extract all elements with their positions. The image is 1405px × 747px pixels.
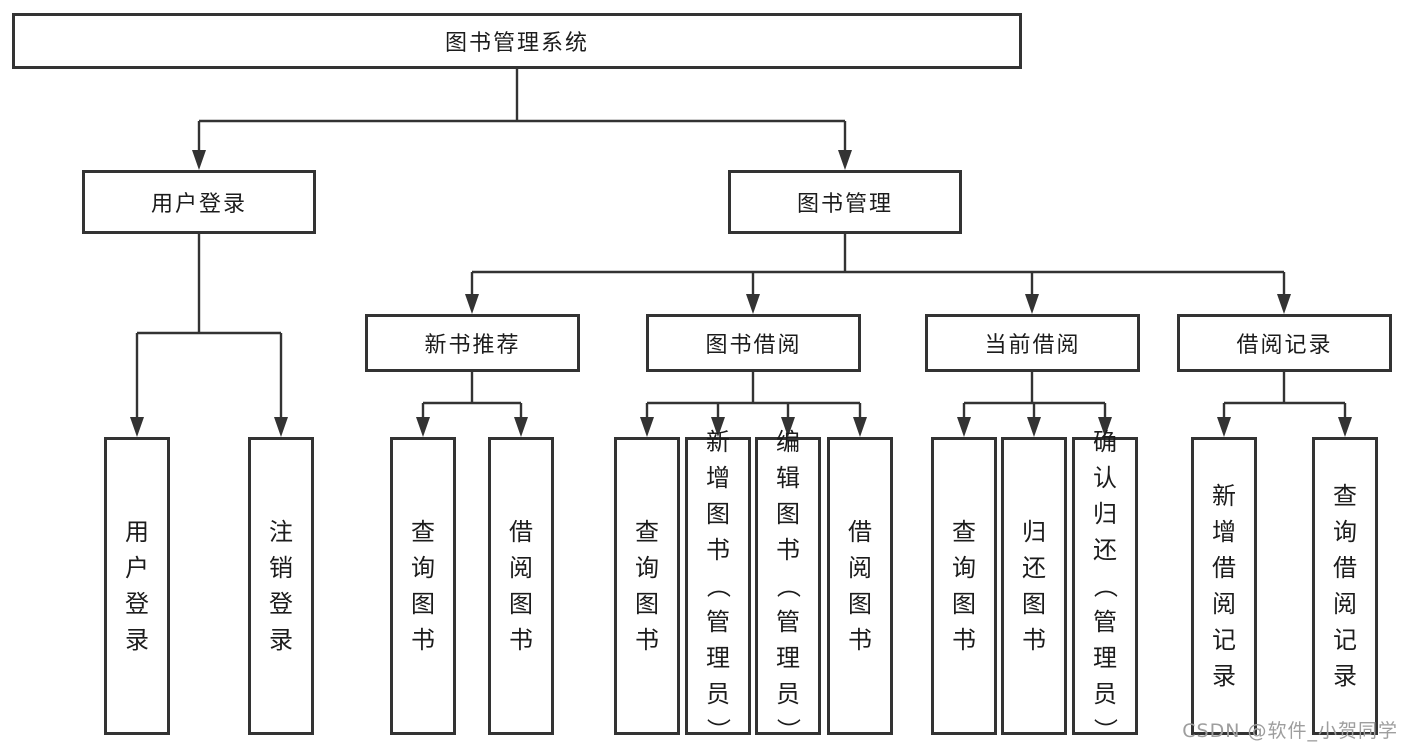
- node-edit-book-admin: 编辑图书（管理员）: [755, 428, 821, 742]
- watermark: CSDN @软件_小贺同学: [1182, 720, 1398, 742]
- node-book-borrow: 图书借阅: [646, 314, 861, 372]
- node-query-books-3: 查询图书: [931, 437, 997, 735]
- node-root: 图书管理系统: [12, 13, 1022, 69]
- arrowheads: [130, 150, 1352, 437]
- node-book-management: 图书管理: [728, 170, 962, 234]
- node-confirm-return-admin: 确认归还（管理员）: [1072, 428, 1138, 742]
- node-borrow-books-2: 借阅图书: [827, 437, 893, 735]
- node-query-borrow-record: 查询借阅记录: [1312, 437, 1378, 735]
- node-borrow-books-1: 借阅图书: [488, 437, 554, 735]
- node-current-borrow: 当前借阅: [925, 314, 1140, 372]
- node-new-book-recommend: 新书推荐: [365, 314, 580, 372]
- node-borrow-records: 借阅记录: [1177, 314, 1392, 372]
- node-query-books-2: 查询图书: [614, 437, 680, 735]
- node-leaf-logout: 注销登录: [248, 437, 314, 735]
- node-return-book: 归还图书: [1001, 437, 1067, 735]
- node-query-books-1: 查询图书: [390, 437, 456, 735]
- node-add-borrow-record: 新增借阅记录: [1191, 437, 1257, 735]
- node-leaf-user-login: 用户登录: [104, 437, 170, 735]
- node-user-login: 用户登录: [82, 170, 316, 234]
- node-add-book-admin: 新增图书（管理员）: [685, 428, 751, 742]
